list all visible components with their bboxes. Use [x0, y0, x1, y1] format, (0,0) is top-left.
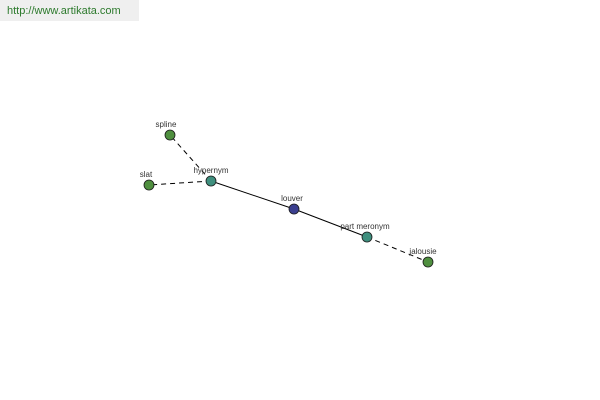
url-link[interactable]: http://www.artikata.com — [7, 5, 121, 17]
node-louver[interactable]: louver — [281, 194, 303, 215]
node-label-jalousie: jalousie — [408, 247, 437, 256]
node-dot-jalousie[interactable] — [422, 256, 434, 268]
edge-part-meronym-jalousie — [366, 236, 429, 263]
node-dot-louver[interactable] — [288, 203, 300, 215]
edge-louver-part-meronym — [293, 208, 368, 238]
node-jalousie[interactable]: jalousie — [408, 247, 437, 268]
node-dot-part-meronym[interactable] — [361, 231, 373, 243]
node-dot-spline[interactable] — [164, 129, 176, 141]
edge-louver-hypernym — [210, 180, 295, 210]
url-banner[interactable]: http://www.artikata.com — [0, 0, 139, 21]
node-layer: louver hypernym part meronym spline slat jalo… — [140, 120, 437, 268]
node-label-part-meronym: part meronym — [340, 222, 390, 231]
node-label-louver: louver — [281, 194, 303, 203]
edge-hypernym-slat — [148, 180, 212, 186]
node-label-hypernym: hypernym — [193, 166, 228, 175]
edge-hypernym-spline — [169, 134, 212, 182]
node-part-meronym[interactable]: part meronym — [340, 222, 390, 243]
node-slat[interactable]: slat — [140, 170, 155, 191]
node-dot-slat[interactable] — [143, 179, 155, 191]
node-label-slat: slat — [140, 170, 153, 179]
node-label-spline: spline — [156, 120, 177, 129]
edge-layer — [148, 134, 429, 263]
node-hypernym[interactable]: hypernym — [193, 166, 229, 187]
node-spline[interactable]: spline — [156, 120, 177, 141]
node-dot-hypernym[interactable] — [205, 175, 217, 187]
